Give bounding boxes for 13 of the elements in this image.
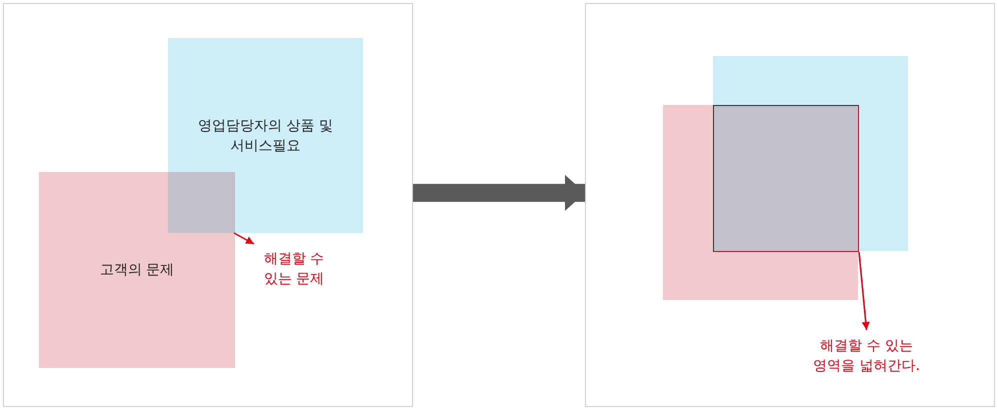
panel — [3, 3, 413, 407]
annotation-text: 해결할 수 있는 영역을 넓혀간다. — [804, 330, 929, 382]
region-label: 고객의 문제 — [100, 261, 174, 280]
square — [663, 105, 858, 300]
arrow — [413, 174, 585, 211]
overlap-region — [168, 172, 234, 233]
square — [39, 172, 235, 368]
panel — [585, 3, 995, 407]
arrow — [858, 252, 870, 330]
overlap-region — [713, 105, 859, 252]
arrow — [234, 232, 254, 245]
annotation-text: 해결할 수 있는 문제 — [254, 244, 334, 294]
region-label: 영업담당자의 상품 및 서비스필요 — [197, 116, 334, 156]
